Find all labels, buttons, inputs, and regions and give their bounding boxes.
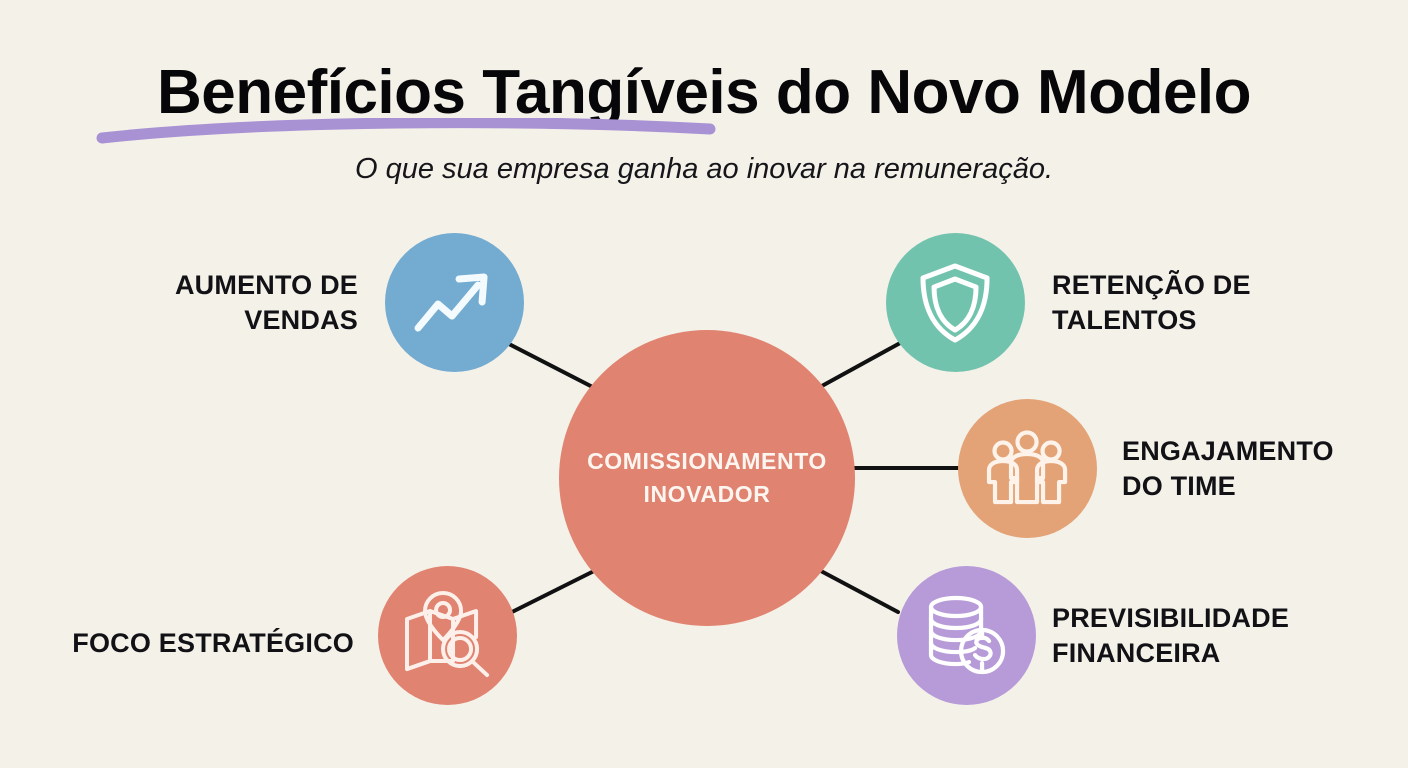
page-subtitle: O que sua empresa ganha ao inovar na rem… xyxy=(354,153,1054,185)
node-previsibilidade-financeira[interactable] xyxy=(897,566,1036,705)
node-label-foco-estrategico: FOCO ESTRATÉGICO xyxy=(72,628,354,658)
node-retencao-de-talentos[interactable] xyxy=(886,233,1025,372)
map-location-search-icon xyxy=(405,591,490,678)
node-label-engajamento-do-time: ENGAJAMENTO DO TIME xyxy=(1122,436,1334,501)
node-foco-estrategico[interactable] xyxy=(378,566,517,705)
node-label-previsibilidade-financeira: PREVISIBILIDADE FINANCEIRA xyxy=(1052,603,1290,668)
node-aumento-de-vendas[interactable] xyxy=(385,233,524,372)
coins-dollar-icon xyxy=(929,596,1006,675)
hub-node-label: COMISSIONAMENTO INOVADOR xyxy=(587,448,827,507)
page-title: Benefícios Tangíveis do Novo Modelo xyxy=(156,58,1252,127)
node-label-retencao-de-talentos: RETENÇÃO DE TALENTOS xyxy=(1052,270,1251,335)
trending-up-arrow-icon xyxy=(414,273,489,333)
node-engajamento-do-time[interactable] xyxy=(958,399,1097,538)
people-group-icon xyxy=(987,430,1068,505)
hub-node-comissionamento-inovador[interactable]: COMISSIONAMENTO INOVADOR xyxy=(559,330,855,626)
node-label-aumento-de-vendas: AUMENTO DE VENDAS xyxy=(174,270,358,335)
shield-icon xyxy=(920,263,991,344)
